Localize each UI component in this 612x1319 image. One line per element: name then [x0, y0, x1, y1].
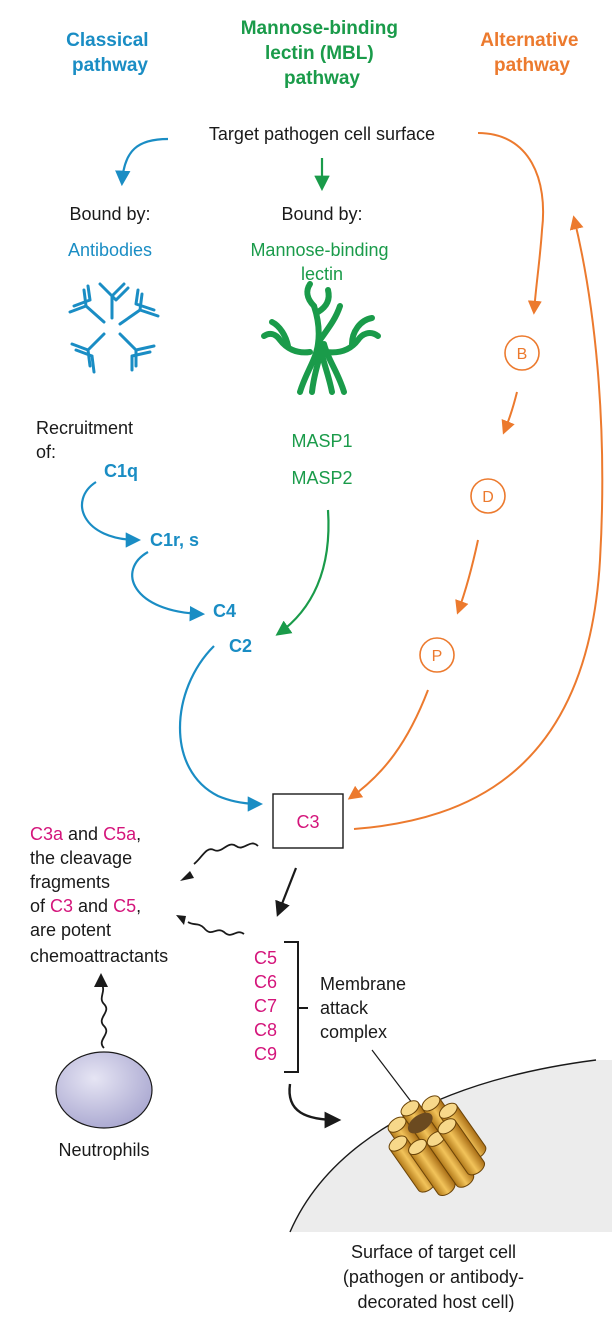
neutrophil-wavy-arrowhead: [94, 973, 108, 987]
neutrophil-cell: [55, 1051, 153, 1129]
classical-bound-by: Bound by:: [69, 204, 150, 224]
mbl-binder-label: Mannose-binding lectin: [250, 240, 393, 284]
b-to-d-arrow: [501, 391, 518, 435]
p-to-c3-arrow: [347, 689, 429, 800]
membrane-attack-complex-icon: [387, 1095, 487, 1196]
factor-p-circle: [419, 637, 455, 673]
classical-to-c3-arrow: [179, 645, 264, 812]
alternative-entry-arrow: [477, 132, 545, 315]
chemo-of: of: [30, 896, 50, 916]
c2-label: C2: [229, 636, 252, 656]
factor-b-node: B: [504, 335, 540, 371]
mac-label: Membrane attack complex: [320, 974, 411, 1042]
chemo-c5: C5: [113, 896, 136, 916]
mannose-binding-lectin-icon: [261, 281, 381, 395]
c1q-to-c1rs-arrow: [80, 481, 142, 548]
c1rs-to-c4-arrow: [131, 551, 206, 622]
alternative-header-line2: pathway: [494, 55, 570, 76]
masp-to-c2-arrow: [275, 509, 330, 636]
factor-p-label: P: [432, 648, 443, 665]
mac-c5: C5: [254, 948, 277, 968]
classical-pathway-header: Classical pathway: [66, 30, 154, 76]
c5a-wavy-arrowhead: [176, 915, 186, 925]
c5a-wavy-arrow: [187, 921, 245, 936]
c3a-wavy-arrow: [193, 842, 259, 865]
chemo-c3a: C3a: [30, 824, 64, 844]
c4-label: C4: [213, 601, 236, 621]
chemo-and-1: and: [63, 824, 103, 844]
mac-c6: C6: [254, 972, 277, 992]
target-cell-line1: Surface of target cell: [351, 1242, 516, 1262]
chemo-comma-2: ,: [136, 896, 141, 916]
mbl-header-line2: lectin (MBL): [265, 43, 374, 64]
mac-label-line1: Membrane: [320, 974, 406, 994]
chemo-line1: C3a and C5a,: [30, 824, 141, 844]
mac-label-line2: attack: [320, 998, 369, 1018]
factor-p-node: P: [419, 637, 455, 673]
mbl-header-line3: pathway: [284, 68, 360, 89]
chemo-c5a: C5a: [103, 824, 137, 844]
c3-to-mac-arrow: [275, 867, 298, 917]
c1q-label: C1q: [104, 461, 138, 481]
recruitment-line1: Recruitment: [36, 418, 133, 438]
chemo-comma-1: ,: [136, 824, 141, 844]
mac-c9: C9: [254, 1044, 277, 1064]
classical-binder-antibodies: Antibodies: [68, 240, 152, 260]
classical-header-line2: pathway: [72, 55, 148, 76]
c3-label: C3: [296, 812, 319, 832]
mbl-binder-line2: lectin: [301, 264, 343, 284]
alternative-header-line1: Alternative: [480, 30, 578, 51]
mbl-pathway-header: Mannose-binding lectin (MBL) pathway: [241, 18, 404, 89]
chemo-line6: chemoattractants: [30, 946, 168, 966]
mbl-bound-by: Bound by:: [281, 204, 362, 224]
alternative-pathway-header: Alternative pathway: [480, 30, 583, 76]
mac-to-cell-arrow: [288, 1083, 342, 1129]
target-cell-caption: Surface of target cell (pathogen or anti…: [343, 1242, 529, 1312]
target-cell-line2: (pathogen or antibody-: [343, 1267, 524, 1287]
antibodies-icon: [68, 282, 160, 374]
target-cell-line3: decorated host cell): [357, 1292, 514, 1312]
masp2-label: MASP2: [291, 468, 352, 488]
mac-label-line3: complex: [320, 1022, 387, 1042]
classical-recruitment-label: Recruitment of:: [36, 418, 138, 462]
recruitment-line2: of:: [36, 442, 56, 462]
classical-header-line1: Classical: [66, 30, 148, 51]
chemo-line3: fragments: [30, 872, 110, 892]
mbl-header-line1: Mannose-binding: [241, 18, 398, 39]
c3a-wavy-arrowhead: [180, 871, 194, 881]
chemo-line5: are potent: [30, 920, 111, 940]
factor-b-label: B: [517, 346, 528, 363]
chemo-line4: of C3 and C5,: [30, 896, 141, 916]
masp1-label: MASP1: [291, 431, 352, 451]
factor-d-label: D: [482, 489, 494, 506]
mbl-binder-line1: Mannose-binding: [250, 240, 388, 260]
c3-box: [272, 793, 344, 849]
mac-bracket: [284, 941, 308, 1073]
factor-d-node: D: [470, 478, 506, 514]
neutrophil-wavy-arrow: [100, 983, 108, 1049]
mac-c7: C7: [254, 996, 277, 1016]
c1rs-label: C1r, s: [150, 530, 199, 550]
d-to-p-arrow: [455, 539, 479, 615]
c3-feedback-arrow: [353, 215, 604, 830]
chemo-line2: the cleavage: [30, 848, 132, 868]
factor-b-circle: [504, 335, 540, 371]
classical-entry-arrow: [115, 137, 169, 187]
neutrophils-label: Neutrophils: [58, 1140, 149, 1160]
chemo-c3: C3: [50, 896, 73, 916]
factor-d-circle: [470, 478, 506, 514]
chemo-and-2: and: [73, 896, 113, 916]
mac-c8: C8: [254, 1020, 277, 1040]
target-surface-label: Target pathogen cell surface: [209, 124, 435, 144]
